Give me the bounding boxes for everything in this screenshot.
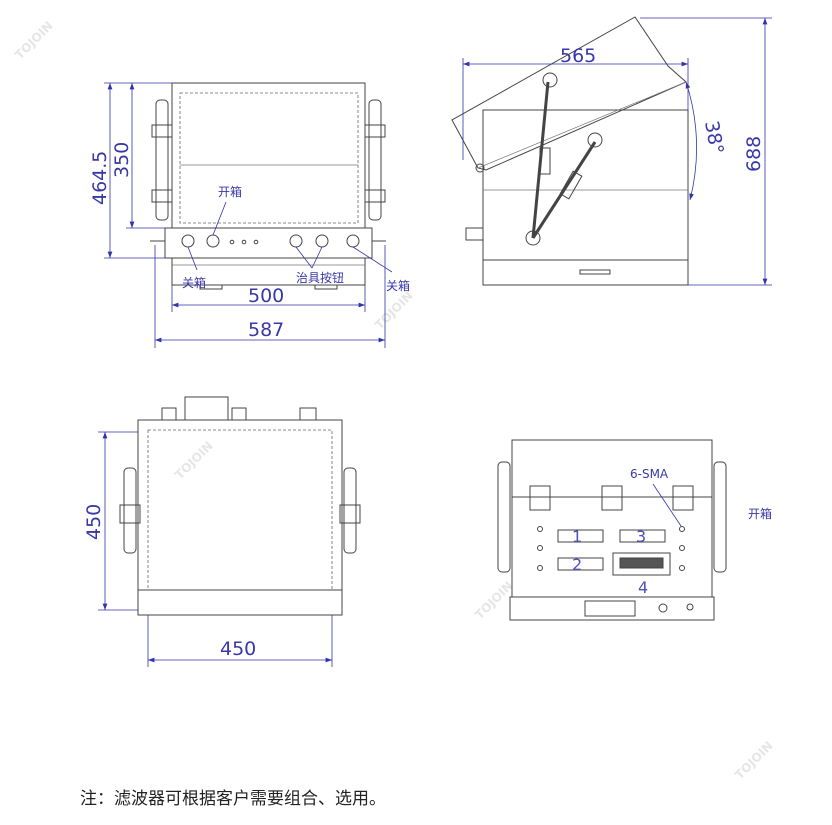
label-6-sma: 6-SMA xyxy=(630,467,669,481)
dim-angle: 38° xyxy=(700,119,728,156)
dim-top-width: 450 xyxy=(220,638,256,660)
svg-text:TOJOIN: TOJOIN xyxy=(372,289,416,333)
dim-height-open: 688 xyxy=(743,136,765,172)
dim-top-depth: 450 xyxy=(83,504,105,540)
label-close-right: 关箱 xyxy=(386,278,410,293)
slot-1-label: 1 xyxy=(572,527,582,546)
slot-3-label: 3 xyxy=(636,527,646,546)
dim-width-total: 587 xyxy=(248,319,284,341)
svg-text:TOJOIN: TOJOIN xyxy=(172,439,216,483)
top-view: 450 450 xyxy=(83,396,361,667)
slot-4-label: 4 xyxy=(638,578,648,597)
watermarks: TOJOIN TOJOIN TOJOIN TOJOIN TOJOIN xyxy=(12,19,776,783)
slot-2-label: 2 xyxy=(572,555,582,574)
label-rear-open: 开箱 xyxy=(748,506,772,521)
front-view: 464.5 350 500 587 开箱 关箱 治具按钮 关箱 xyxy=(89,82,410,348)
dim-depth: 565 xyxy=(560,45,596,67)
svg-text:TOJOIN: TOJOIN xyxy=(472,579,516,623)
dim-height-body: 350 xyxy=(111,142,133,178)
dim-height-total: 464.5 xyxy=(89,151,111,205)
side-view: 565 688 38° xyxy=(451,16,772,286)
label-fixture-buttons: 治具按钮 xyxy=(296,270,344,285)
dim-width-body: 500 xyxy=(248,285,284,307)
note-text: 注：滤波器可根据客户需要组合、选用。 xyxy=(80,789,386,809)
svg-text:TOJOIN: TOJOIN xyxy=(12,19,56,63)
label-close-left: 关箱 xyxy=(182,275,206,290)
rear-view: 6-SMA 开箱 1 2 3 4 xyxy=(497,439,772,621)
label-open: 开箱 xyxy=(218,184,242,199)
svg-text:TOJOIN: TOJOIN xyxy=(732,739,776,783)
